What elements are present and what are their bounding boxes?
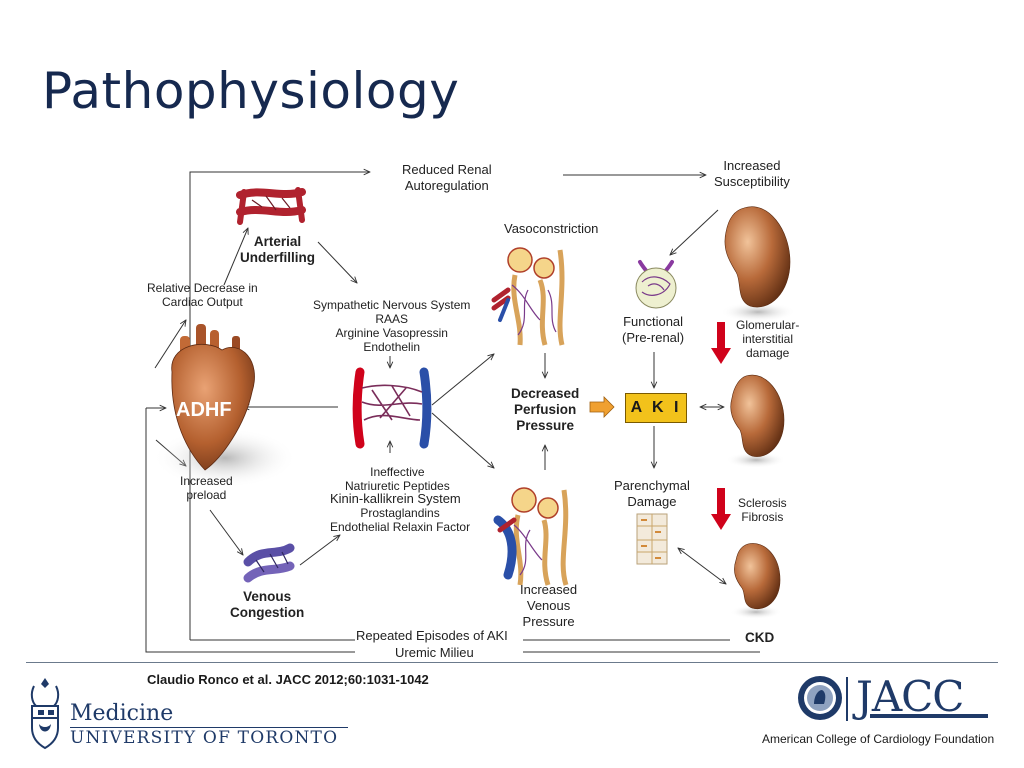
slide-title: Pathophysiology [42,62,460,120]
ckd-label: CKD [745,630,775,645]
decreased-perfusion-label: Decreased Perfusion Pressure [511,386,580,433]
uoft-rule [70,727,348,728]
uoft-name-text: UNIVERSITY OF TORONTO [70,728,339,748]
orange-arrow [589,396,615,418]
uremic-milieu-label: Uremic Milieu [395,645,474,660]
vasoconstriction-label: Vasoconstriction [504,221,599,236]
uoft-faculty-text: Medicine [70,701,174,726]
prostaglandins-label: Prostaglandins Endothelial Relaxin Facto… [330,506,471,534]
ineffective-peptides-label: Ineffective Natriuretic Peptides [345,465,450,493]
kinin-kallikrein-label: Kinin-kallikrein System [330,491,461,506]
acc-seal-icon [798,676,842,720]
adhf-label: ADHF [176,399,232,421]
functional-prerenal-label: Functional (Pre-renal) [622,314,685,345]
tubule-icon [636,513,668,565]
increased-venous-pressure-label: Increased Venous Pressure [520,582,578,629]
venous-congestion-label: Venous Congestion [230,589,305,620]
heart-icon [153,324,297,488]
kidney-icon-1 [720,206,796,322]
kidney-icon-3 [730,543,782,619]
nephron-icon-bottom [493,487,569,586]
blood-vessel-icon-arterial [236,187,306,225]
arterial-underfilling-label: Arterial Underfilling [240,234,315,265]
increased-preload-label: Increased preload [180,474,233,502]
reduced-renal-autoregulation-label: Reduced Renal Autoregulation [402,162,492,193]
relative-decrease-label: Relative Decrease in Cardiac Output [147,281,258,309]
flow-arrows [154,209,726,584]
repeated-episodes-label: Repeated Episodes of AKI [356,628,508,643]
red-arrow-glomerular [711,322,731,364]
nephron-icon-top [491,247,565,346]
aki-box: A K I [625,393,687,423]
footer-divider [26,662,998,663]
jacc-logo-text: JACC [856,672,964,721]
parenchymal-damage-label: Parenchymal Damage [614,478,690,509]
citation-text: Claudio Ronco et al. JACC 2012;60:1031-1… [147,672,429,687]
sclerosis-fibrosis-label: Sclerosis Fibrosis [738,496,787,524]
university-crest-icon [30,678,60,750]
jacc-subtitle-bar [870,714,988,718]
increased-susceptibility-label: Increased Susceptibility [714,158,790,189]
blood-vessel-icon-central [352,367,432,449]
kidney-icon-2 [726,374,786,468]
glomerulus-icon [635,260,677,309]
red-arrow-sclerosis [711,488,731,530]
neurohormonal-label: Sympathetic Nervous System RAAS Arginine… [313,298,471,354]
blood-vessel-icon-venous [243,543,295,583]
acc-foundation-text: American College of Cardiology Foundatio… [762,732,995,746]
glomerular-damage-label: Glomerular- interstitial damage [736,318,800,360]
jacc-divider [846,677,848,721]
